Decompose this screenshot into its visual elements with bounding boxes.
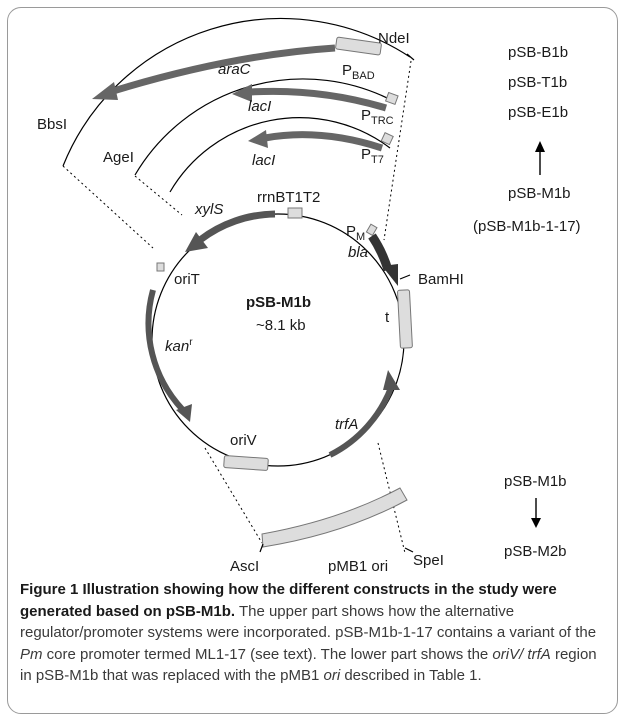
laci1-arrow xyxy=(249,87,388,112)
agei-dashed-line xyxy=(134,175,183,216)
xyls-label: xylS xyxy=(194,201,223,218)
pbad-label: PBAD xyxy=(342,62,375,82)
oriv-box xyxy=(223,455,269,471)
bbsi-label: BbsI xyxy=(37,116,67,133)
figure-caption: Figure 1 Illustration showing how the di… xyxy=(20,579,612,687)
t-label: t xyxy=(385,309,390,326)
laci2-arc-line xyxy=(169,117,391,193)
laci2-label: lacI xyxy=(252,152,275,169)
construct-t1b: pSB-T1b xyxy=(508,74,567,91)
pmb1-label: pMB1 ori xyxy=(328,558,388,575)
bbsi-dashed-line xyxy=(62,165,154,249)
caption-s1-italic: Pm xyxy=(20,645,43,663)
pt7-box xyxy=(380,132,394,146)
ndei-dashed-line xyxy=(383,60,412,241)
orit-label: oriT xyxy=(174,271,200,288)
pm-box xyxy=(365,223,378,237)
bla-arrow xyxy=(368,233,393,272)
bla-label: bla xyxy=(348,244,368,261)
construct-e1b: pSB-E1b xyxy=(508,104,568,121)
arac-arrow xyxy=(108,44,336,96)
caption-s3: region in pSB-M1b that was replaced with… xyxy=(20,645,597,685)
orit-box xyxy=(156,262,165,272)
caption-s2-italic: oriV/ trfA xyxy=(492,645,551,663)
laci2-arrow xyxy=(264,131,384,152)
trfa-arrow xyxy=(328,383,395,458)
ptrc-label: PTRC xyxy=(361,107,394,127)
construct-b1b: pSB-B1b xyxy=(508,44,568,61)
pt7-label: PT7 xyxy=(361,146,384,166)
plasmid-size-label: ~8.1 kb xyxy=(256,317,306,334)
oriv-label: oriV xyxy=(230,432,257,449)
ptrc-box xyxy=(384,91,399,106)
construct-m1b-variant: (pSB-M1b-1-17) xyxy=(473,218,581,235)
pmb1-box xyxy=(261,487,408,548)
construct-m1b-bottom: pSB-M1b xyxy=(504,473,567,490)
pbad-box xyxy=(335,36,382,56)
agei-label: AgeI xyxy=(103,149,134,166)
kan-arrow xyxy=(145,289,186,413)
caption-s3-italic: ori xyxy=(323,667,341,685)
arac-label: araC xyxy=(218,61,251,78)
bamhi-label: BamHI xyxy=(418,271,464,288)
t-box xyxy=(397,289,413,349)
pm-label: PM xyxy=(346,223,365,243)
ndei-label: NdeI xyxy=(378,30,410,47)
caption-s2: core promoter termed ML1-17 (see text). … xyxy=(46,645,489,663)
kan-label: kanr xyxy=(165,337,193,355)
construct-m1b-top: pSB-M1b xyxy=(508,185,571,202)
caption-figure-label: Figure 1 Illustration showing how the di… xyxy=(20,581,557,620)
spei-label: SpeI xyxy=(413,552,444,569)
down-arrow-head xyxy=(531,518,541,528)
rrnb-label: rrnBT1T2 xyxy=(257,189,320,206)
rrnb-box xyxy=(287,207,303,219)
asci-label: AscI xyxy=(230,558,259,575)
plasmid-name-label: pSB-M1b xyxy=(246,294,311,311)
figure-frame xyxy=(7,7,618,714)
xyls-arrow xyxy=(197,210,276,243)
trfa-label: trfA xyxy=(335,416,358,433)
up-arrow-head xyxy=(535,141,545,152)
construct-m2b: pSB-M2b xyxy=(504,543,567,560)
caption-s4: described in Table 1. xyxy=(344,667,482,685)
laci1-label: lacI xyxy=(248,98,271,115)
caption-s1: The upper part shows how the alternative… xyxy=(20,602,597,642)
arac-arc-line xyxy=(62,17,411,167)
asci-dashed-line xyxy=(204,447,263,544)
